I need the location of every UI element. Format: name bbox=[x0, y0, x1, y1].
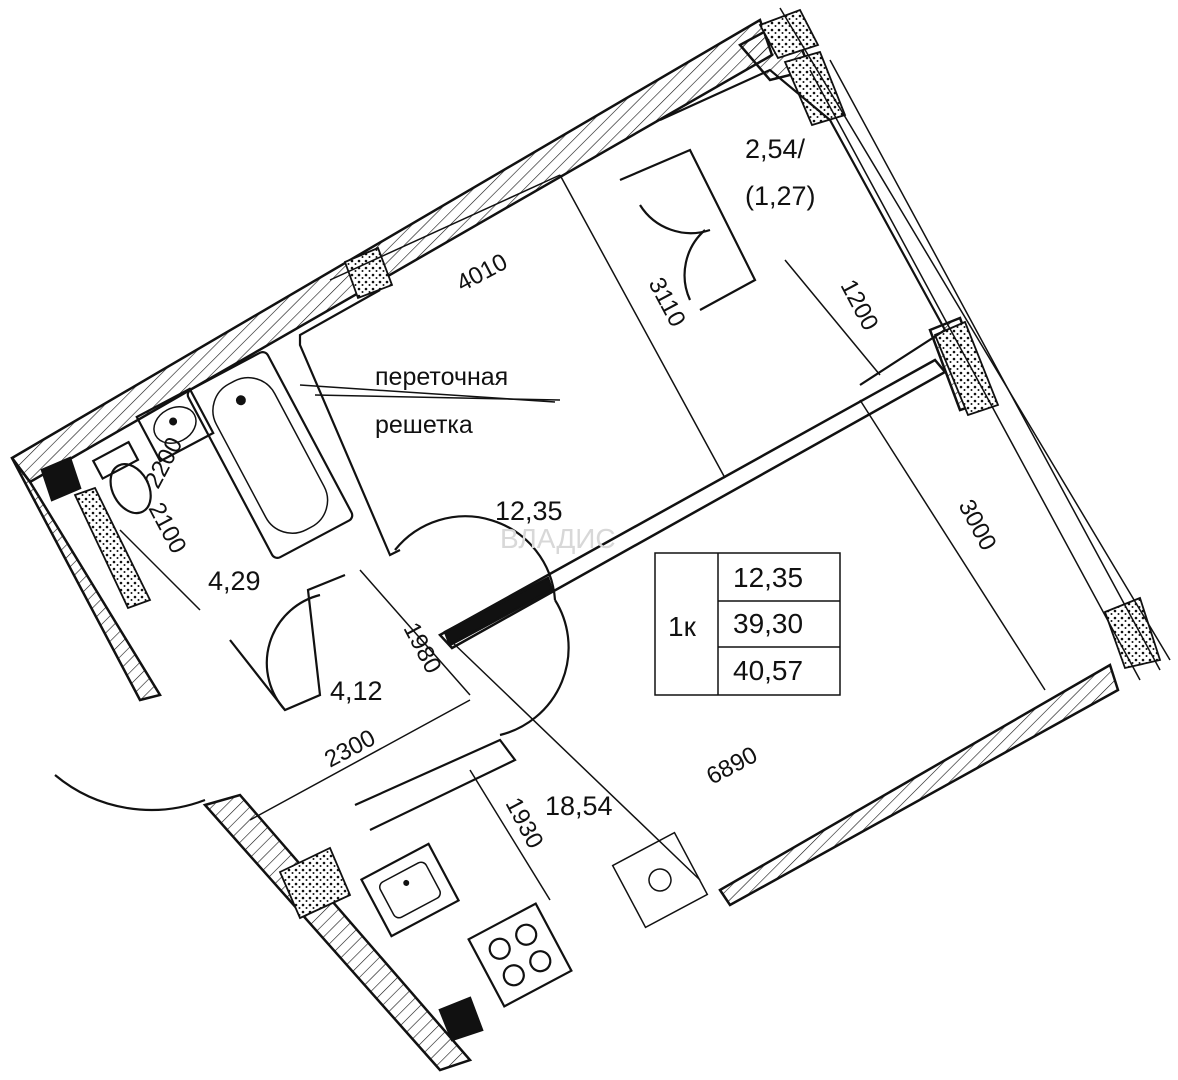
window-line bbox=[809, 69, 1141, 681]
masonry-block bbox=[783, 50, 847, 127]
dim-1980: 1980 bbox=[398, 618, 447, 678]
sliding-door bbox=[443, 576, 554, 647]
dim-2200: 2200 bbox=[139, 433, 188, 493]
masonry-block bbox=[278, 846, 352, 920]
window-line bbox=[779, 7, 1171, 661]
dim-6890: 6890 bbox=[702, 741, 762, 790]
wall-left bbox=[10, 457, 162, 702]
bedroom-area-label: 12,35 bbox=[495, 496, 563, 526]
bathroom-wall bbox=[298, 289, 401, 557]
entrance-door-swing bbox=[54, 774, 206, 811]
closet-door-swing bbox=[639, 204, 711, 235]
balcony-area-label: 2,54/ bbox=[745, 134, 806, 164]
rooms-count-label: 1к bbox=[668, 611, 697, 642]
bathtub bbox=[186, 351, 354, 559]
bathroom-area-label: 4,29 bbox=[208, 566, 261, 596]
wall-bottom-kitchen bbox=[202, 793, 473, 1072]
note-leader bbox=[299, 384, 556, 403]
dimension-lines bbox=[119, 174, 1046, 901]
bath-corner-block bbox=[40, 456, 82, 502]
masonry-block bbox=[73, 486, 152, 610]
dim-2100: 2100 bbox=[143, 498, 192, 558]
inner-walls bbox=[229, 7, 1171, 831]
area-summary-table: 1к 12,35 39,30 40,57 bbox=[654, 552, 841, 696]
masonry-block bbox=[1103, 596, 1162, 670]
masonry-block bbox=[933, 320, 1000, 417]
bathroom-door-swing bbox=[265, 593, 321, 711]
hall-wall bbox=[229, 573, 346, 712]
masonry-block bbox=[343, 246, 394, 300]
living-area-label: 18,54 bbox=[545, 791, 613, 821]
dim-1930: 1930 bbox=[500, 793, 549, 853]
living-door-swing bbox=[499, 599, 570, 737]
door-swings bbox=[54, 204, 711, 811]
living-area-value: 12,35 bbox=[733, 562, 803, 593]
fridge-vent bbox=[611, 831, 709, 929]
closet-door-swing bbox=[683, 229, 706, 301]
bathroom-sink bbox=[135, 387, 215, 463]
fixtures bbox=[40, 351, 709, 1042]
closet-wall bbox=[619, 148, 757, 311]
kitchen-wall bbox=[354, 738, 517, 831]
bedroom-door-swing bbox=[394, 515, 557, 601]
vent-grille-note-line1: переточная bbox=[375, 363, 508, 391]
dim-4010: 4010 bbox=[452, 248, 512, 297]
total-area-value: 39,30 bbox=[733, 608, 803, 639]
watermark: ВЛАДИС bbox=[500, 523, 616, 554]
kitchen-sink bbox=[359, 842, 461, 938]
vent-grille-note-line2: решетка bbox=[375, 411, 473, 439]
window-line bbox=[829, 59, 1161, 671]
kitchen-corner-block bbox=[438, 996, 484, 1042]
dim-3110: 3110 bbox=[643, 273, 691, 331]
total-area-with-balcony-value: 40,57 bbox=[733, 655, 803, 686]
hall-area-label: 4,12 bbox=[330, 676, 383, 706]
partition-wall bbox=[438, 358, 947, 650]
balcony-reduced-area-label: (1,27) bbox=[745, 181, 816, 211]
toilet bbox=[91, 440, 152, 515]
stove bbox=[467, 902, 573, 1008]
dim-1200: 1200 bbox=[835, 275, 884, 335]
dim-3000: 3000 bbox=[953, 495, 1002, 555]
wall-bottom bbox=[718, 663, 1120, 907]
balcony-frame bbox=[659, 68, 947, 386]
